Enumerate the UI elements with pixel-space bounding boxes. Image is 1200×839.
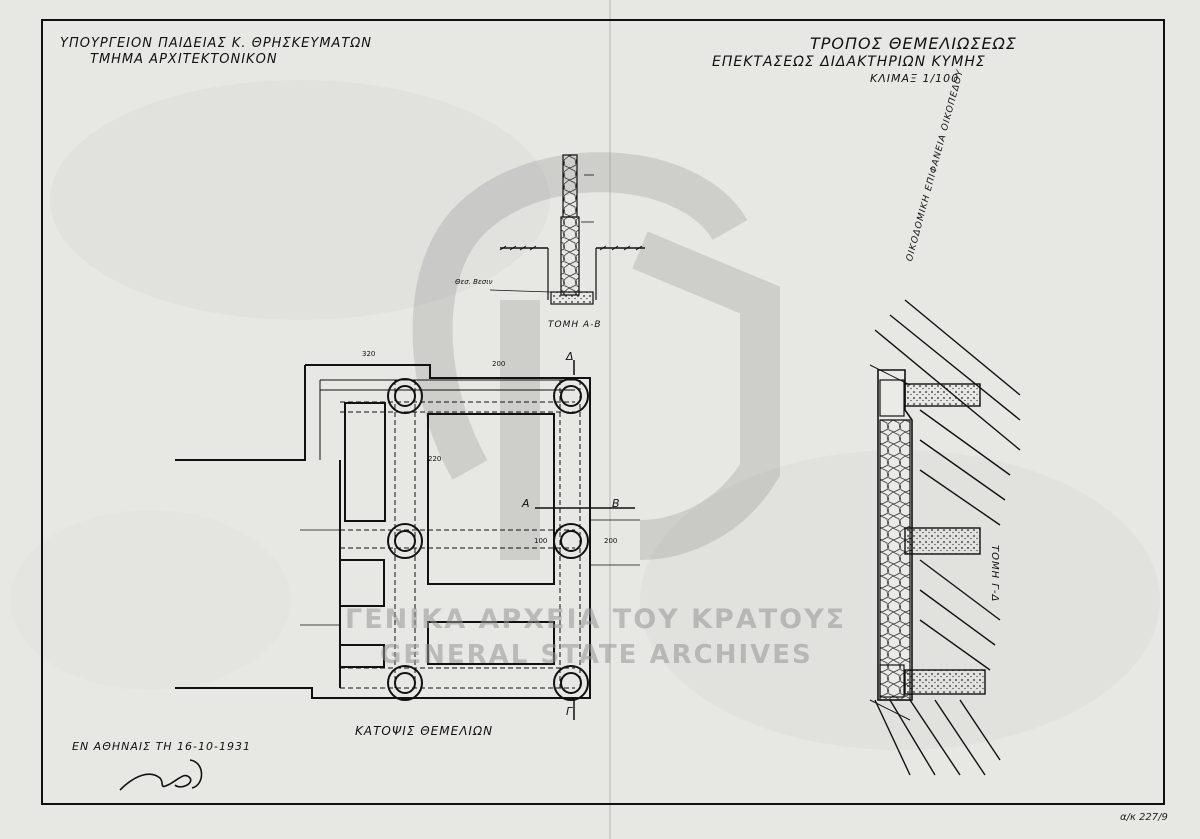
marker-a: Α — [522, 497, 531, 510]
marker-d: Δ — [566, 350, 575, 363]
drawing-border — [41, 19, 1165, 805]
dim-4: 100 — [534, 537, 548, 545]
drawing-title: ΤΡΟΠΟΣ ΘΕΜΕΛΙΩΣΕΩΣ — [810, 34, 1017, 53]
archive-watermark-logo — [412, 152, 780, 560]
reference-number: α/κ 227/9 — [1120, 812, 1168, 823]
place-date: ΕΝ ΑΘΗΝΑΙΣ ΤΗ 16-10-1931 — [72, 740, 251, 753]
dim-3: 220 — [428, 455, 442, 463]
section-gd-drawing — [869, 299, 1021, 776]
marker-b: Β — [612, 497, 621, 510]
watermark-greek: ΓΕΝΙΚΑ ΑΡΧΕΙΑ ΤΟΥ ΚΡΑΤΟΥΣ — [345, 604, 847, 635]
signature — [119, 759, 203, 791]
ministry-name: ΥΠΟΥΡΓΕΙΟΝ ΠΑΙΔΕΙΑΣ Κ. ΘΡΗΣΚΕΥΜΑΤΩΝ — [60, 36, 373, 51]
plan-caption: ΚΑΤΟΨΙΣ ΘΕΜΕΛΙΩΝ — [355, 724, 494, 738]
dim-1: 320 — [362, 350, 376, 358]
section-ab-caption: ΤΟΜΗ Α-Β — [548, 320, 602, 330]
section-ab-drawing — [489, 154, 645, 305]
department-name: ΤΜΗΜΑ ΑΡΧΙΤΕΚΤΟΝΙΚΟΝ — [90, 52, 278, 67]
foundation-plan-drawing — [175, 360, 640, 720]
drawing-scale: ΚΛΙΜΑΞ 1/100 — [870, 72, 960, 85]
marker-g: Γ — [566, 705, 574, 718]
dim-2: 200 — [492, 360, 506, 368]
section-gd-caption: ΤΟΜΗ Γ-Δ — [989, 545, 1000, 603]
section-ab-label: Θεσ. Βεσιν — [455, 278, 493, 286]
drawing-subtitle: ΕΠΕΚΤΑΣΕΩΣ ΔΙΔΑΚΤΗΡΙΩΝ ΚΥΜΗΣ — [712, 54, 986, 70]
watermark-english: GENERAL STATE ARCHIVES — [380, 640, 813, 670]
dim-5: 200 — [604, 537, 618, 545]
